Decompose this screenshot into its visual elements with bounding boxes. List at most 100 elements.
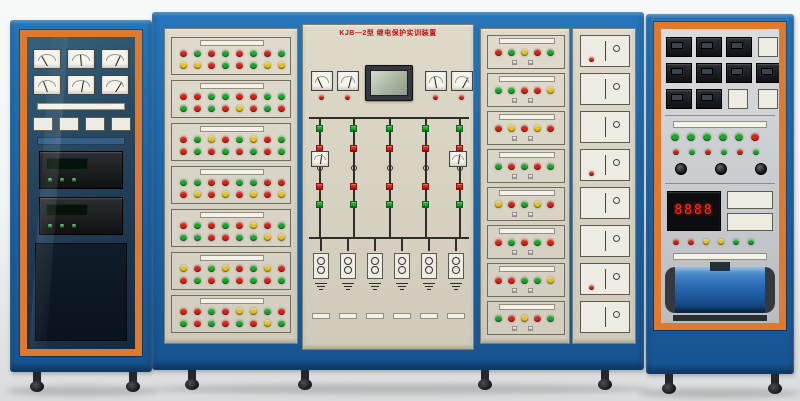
motor-base: [673, 315, 767, 321]
schematic-node: [613, 273, 620, 280]
indicator-square: [512, 60, 517, 65]
bus-line: [309, 237, 469, 239]
indicator-lamp: [208, 148, 215, 155]
caster-leg: [481, 370, 489, 381]
transformer-symbol: [448, 253, 464, 279]
analog-meter: [67, 49, 95, 69]
indicator-square: [528, 288, 533, 293]
left-cabinet-glass: [27, 37, 135, 349]
indicator-lamp: [194, 191, 201, 198]
floor-shadow-center: [150, 384, 650, 394]
indicator-lamp: [250, 308, 257, 315]
panel-1: [164, 28, 298, 344]
indicator-square: [528, 98, 533, 103]
group-label-strip: [499, 38, 555, 44]
winding-circle: [425, 266, 433, 274]
schematic-cell: [580, 225, 630, 257]
breaker-module: [696, 63, 722, 83]
caster-leg: [129, 372, 137, 383]
indicator-lamp: [180, 234, 187, 241]
ground-symbol: [454, 289, 458, 290]
schematic-node: [613, 235, 620, 242]
group-label-strip: [200, 40, 264, 46]
indicator-lamp: [459, 95, 464, 100]
indicator-lamp: [278, 234, 285, 241]
indicator-lamp: [495, 49, 502, 56]
indicator-lamp: [278, 308, 285, 315]
indicator-lamp: [236, 222, 243, 229]
schematic-node: [613, 45, 620, 52]
caster-wheel: [298, 379, 312, 390]
indicator-lamp: [222, 62, 229, 69]
indicator-lamp: [180, 222, 187, 229]
ground-symbol: [398, 286, 406, 287]
schematic-cell: [580, 301, 630, 333]
group-label-strip: [499, 152, 555, 158]
analog-meter: [311, 151, 329, 167]
schematic-node: [613, 83, 620, 90]
meter-scale: [314, 154, 326, 161]
caster-wheel: [662, 383, 676, 394]
meter-scale: [341, 75, 355, 83]
indicator-lamp: [208, 277, 215, 284]
indicator-lamp: [264, 50, 271, 57]
breaker-module: [696, 89, 722, 109]
caster-leg: [665, 374, 673, 385]
floor-shadow-left: [6, 386, 158, 396]
indicator-lamp: [208, 62, 215, 69]
group-label-strip: [200, 169, 264, 175]
mini-meter: [59, 117, 79, 131]
indicator-lamp: [222, 93, 229, 100]
indicator-lamp: [208, 179, 215, 186]
analog-meter: [101, 49, 129, 69]
module-window: [671, 42, 683, 49]
indicator-lamp: [673, 149, 679, 155]
ground-symbol: [425, 286, 433, 287]
meter-box: [728, 89, 748, 109]
indicator-lamp: [264, 320, 271, 327]
winding-circle: [317, 257, 325, 265]
indicator-group: [171, 166, 291, 204]
indicator-lamp: [222, 136, 229, 143]
indicator-lamp: [278, 191, 285, 198]
breaker-open-indicator: [422, 145, 429, 152]
module-window: [731, 68, 743, 75]
indicator-lamp: [589, 57, 594, 62]
indicator-lamp: [508, 163, 515, 170]
group-label-strip: [499, 266, 555, 272]
hmi-screen: [370, 70, 408, 96]
indicator-lamp: [703, 239, 709, 245]
indicator-group: [487, 225, 565, 259]
indicator-lamp: [180, 265, 187, 272]
indicator-lamp: [236, 50, 243, 57]
indicator-lamp: [534, 277, 541, 284]
breaker-closed-indicator: [456, 125, 463, 132]
meter-scale: [37, 79, 57, 87]
indicator-lamp: [721, 149, 727, 155]
indicator-lamp: [495, 239, 502, 246]
indicator-lamp: [495, 87, 502, 94]
indicator-lamp: [534, 163, 541, 170]
breaker-module: [666, 89, 692, 109]
indicator-lamp: [534, 125, 541, 132]
feeder-line: [425, 117, 427, 237]
selector-knob: [715, 163, 727, 175]
component-label-strip: [312, 313, 330, 319]
indicator-lamp: [250, 265, 257, 272]
indicator-square: [512, 250, 517, 255]
indicator-lamp: [589, 285, 594, 290]
ground-symbol: [346, 289, 350, 290]
analog-meter: [337, 71, 359, 91]
breaker-open-indicator: [386, 145, 393, 152]
schematic-line: [605, 117, 606, 137]
indicator-lamp: [72, 178, 76, 182]
indicator-group: [487, 263, 565, 297]
indicator-lamp: [208, 320, 215, 327]
meter-scale: [71, 53, 91, 61]
divider-line: [665, 183, 775, 184]
indicator-group: [487, 301, 565, 335]
winding-circle: [398, 266, 406, 274]
drop-line: [455, 239, 457, 251]
ground-symbol: [373, 289, 377, 290]
module-window: [701, 42, 713, 49]
